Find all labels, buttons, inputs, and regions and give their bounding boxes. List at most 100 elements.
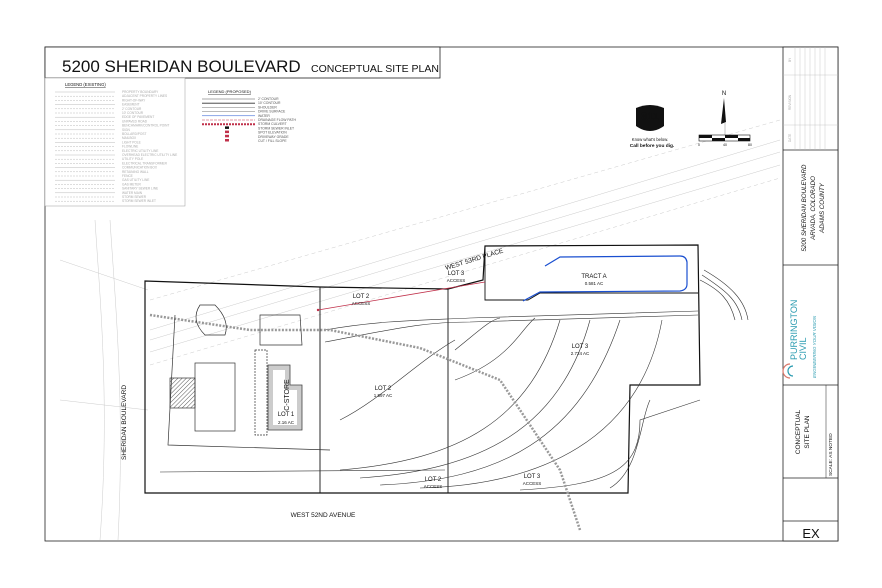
legend-existing-item: STORM SEWER	[122, 195, 147, 199]
north-label: N	[722, 91, 726, 97]
address-line3: ADAMS COUNTY	[819, 182, 826, 234]
legend-symbol	[225, 134, 229, 138]
access-lot3-north-label: ACCESS	[447, 278, 466, 283]
legend-existing-item: BENCHMARK/CONTROL POINT	[122, 124, 169, 128]
tract-a-area: 0.581 AC	[585, 281, 604, 286]
legend-existing-item: WATER MAIN	[122, 191, 143, 195]
tract-a-water	[522, 255, 688, 302]
lot3-label: LOT 3	[572, 344, 589, 350]
title-box: 5200 SHERIDAN BOULEVARD CONCEPTUAL SITE …	[44, 46, 441, 79]
sheet-title-line1: CONCEPTUAL	[795, 409, 802, 454]
access-lot2-south-label: ACCESS	[424, 484, 443, 489]
scale-tick: 0	[698, 143, 700, 147]
existing-contours	[59, 119, 781, 541]
legend-proposed-heading: LEGEND (PROPOSED)	[208, 89, 252, 94]
address-line2: ARVADA, COLORADO	[810, 176, 817, 241]
scale-tick: 80	[748, 143, 752, 147]
lot1-label: LOT 1	[278, 412, 295, 418]
legend-symbol	[225, 130, 229, 134]
c-store-label: C-STORE	[284, 379, 291, 411]
legend-existing-item: FENCE	[122, 174, 133, 178]
rev-header-revision: REVISION	[788, 94, 792, 110]
project-title: 5200 SHERIDAN BOULEVARD	[62, 57, 301, 76]
legend-existing-heading: LEGEND (EXISTING)	[65, 82, 106, 87]
legend-existing-item: UTILITY POLE	[122, 157, 143, 161]
address-line1: 5200 SHERIDAN BOULEVARD	[801, 164, 808, 252]
access-lot2-north-label: ACCESS	[352, 301, 371, 306]
legend-existing-item: ADJACENT PROPERTY LINES	[122, 94, 167, 98]
plan-subtitle: CONCEPTUAL SITE PLAN	[311, 63, 439, 75]
call811-line1: Know what's below.	[632, 137, 668, 142]
access-lot2-south: LOT 2	[425, 477, 442, 483]
legend-existing: LEGEND (EXISTING) PROPERTY BOUNDARYADJAC…	[44, 77, 186, 207]
call811-line2: Call before you dig.	[630, 143, 675, 149]
north-arrow-icon	[721, 98, 726, 124]
access-lot2-north: LOT 2	[353, 294, 370, 300]
legend-existing-item: PROPERTY BOUNDARY	[122, 90, 159, 94]
legend-existing-item: OVERHEAD ELECTRIC UTILITY LINE	[122, 153, 177, 157]
legend-symbol	[225, 126, 229, 129]
street-west-52nd-avenue: WEST 52ND AVENUE	[291, 512, 356, 519]
company-name-line1: PURRINGTON	[789, 300, 799, 360]
logo-811: 811	[641, 111, 659, 123]
legend-proposed-item: SHOULDER	[258, 105, 277, 109]
legend-proposed-item: STORM CULVERT	[258, 122, 287, 126]
proposed-contours	[159, 269, 749, 491]
company-tagline: ENGINEERING YOUR VISION	[812, 315, 817, 378]
lot1-area: 2.16 AC	[278, 420, 295, 425]
legend-proposed-item: DRAINAGE FLOW PATH	[258, 118, 296, 122]
legend-existing-item: RETAINING WALL	[122, 170, 149, 174]
title-block: DATE REVISION BY 5200 SHERIDAN BOULEVARD…	[782, 46, 839, 542]
legend-proposed-item: SPOT ELEVATION	[258, 131, 287, 135]
scale-note: SCALE: AS NOTED	[828, 433, 834, 476]
legend-existing-item: ELECTRICAL TRANSFORMER	[122, 161, 168, 165]
access-lot3-south: LOT 3	[524, 474, 541, 480]
legend-existing-item: UNPAVED ROAD	[122, 119, 148, 123]
company-name-line2: CIVIL	[798, 337, 808, 360]
legend-existing-item: MAILBOX	[122, 136, 137, 140]
tract-a-label: TRACT A	[581, 274, 606, 280]
legend-existing-item: ELECTRIC UTILITY LINE	[122, 149, 158, 153]
storm-culvert	[149, 313, 582, 531]
legend-existing-item: SANITARY SEWER LINE	[122, 187, 158, 191]
rev-header-date: DATE	[788, 134, 792, 142]
storm-sewer-line	[317, 281, 486, 311]
legend-proposed-item: STORM SEWER INLET	[258, 126, 294, 130]
storm-inlet-icon	[316, 308, 320, 312]
legend-proposed-item: 2' CONTOUR	[258, 97, 279, 101]
legend-proposed-item: WATER	[258, 114, 270, 118]
legend-existing-item: BOLLARD/POST	[122, 132, 146, 136]
legend-existing-item: COMMUNICATION BOX	[122, 166, 158, 170]
legend-existing-item: GAS UTILITY LINE	[122, 178, 149, 182]
sheet-title-line2: SITE PLAN	[804, 415, 811, 449]
legend-existing-item: GAS METER	[122, 182, 141, 186]
legend-proposed-item: DRIVE SURFACE	[258, 110, 286, 114]
legend-existing-item: EDGE OF PAVEMENT	[122, 115, 154, 119]
lot2-label: LOT 2	[375, 386, 392, 392]
legend-existing-item: 2' CONTOUR	[122, 107, 142, 111]
lot3-area: 2.724 AC	[571, 351, 590, 356]
rev-header-by: BY	[788, 57, 792, 62]
legend-proposed-item: 10' CONTOUR	[258, 101, 281, 105]
access-lot3-north: LOT 3	[448, 271, 465, 277]
legend-existing-item: FLOWLINE	[122, 145, 138, 149]
legend-symbol	[225, 139, 229, 142]
legend-proposed-item: DRIVEWAY GRADE	[258, 135, 289, 139]
legend-existing-item: 10' CONTOUR	[122, 111, 144, 115]
call-811-logo: 811 Know what's below. Call before you d…	[630, 105, 675, 149]
scale-bar: 0 40 80	[698, 134, 752, 147]
legend-existing-item: RIGHT-OF-WAY	[122, 98, 146, 102]
purrington-logo-icon	[782, 363, 794, 379]
lot1-site-features	[167, 304, 331, 451]
scale-tick: 40	[723, 143, 727, 147]
street-sheridan-boulevard: SHERIDAN BOULEVARD	[121, 385, 128, 460]
legend-proposed-item: CUT / FILL SLOPE	[258, 139, 287, 143]
c-store-building: C-STORE	[267, 364, 303, 431]
legend-existing-item: EASEMENT	[122, 103, 140, 107]
sheet-number: EX	[802, 526, 820, 541]
legend-existing-item: SIGN	[122, 128, 130, 132]
legend-existing-item: STORM SEWER INLET	[122, 199, 156, 203]
access-lot3-south-label: ACCESS	[523, 481, 542, 486]
